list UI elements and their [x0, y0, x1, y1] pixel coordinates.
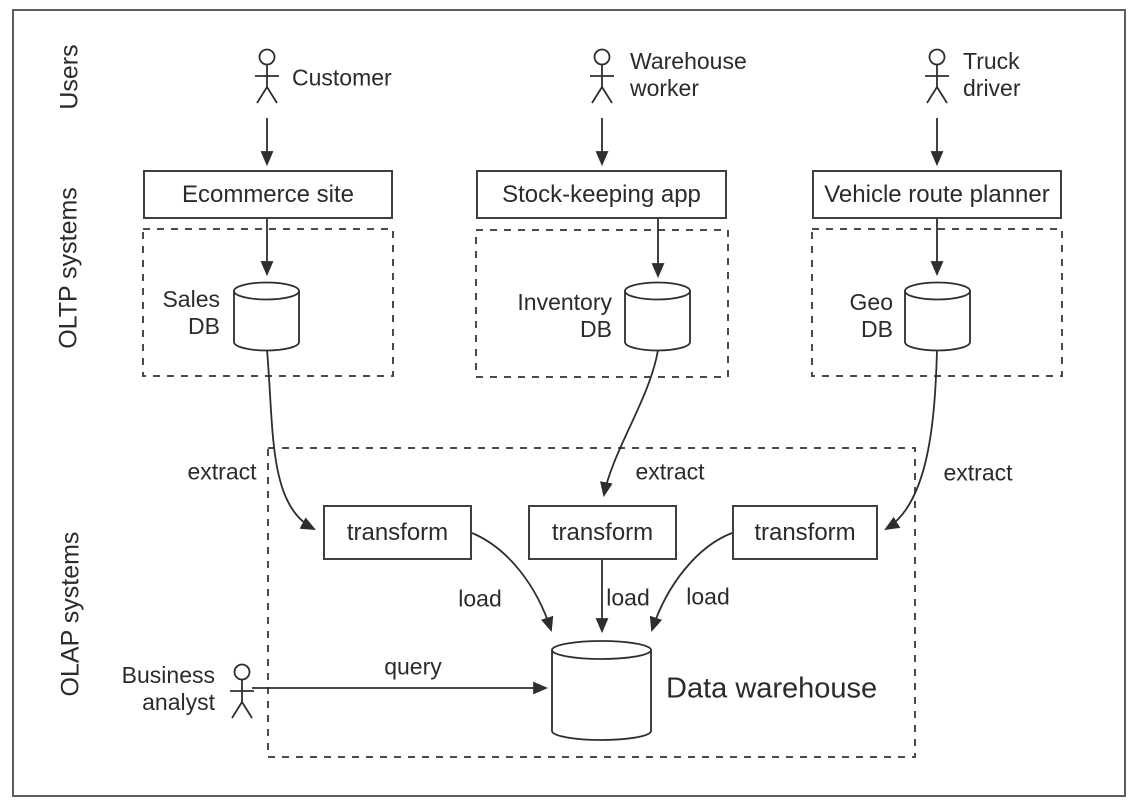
- transform-label-2: transform: [551, 518, 654, 546]
- truck-driver-label: Truck driver: [963, 48, 1021, 101]
- truck-driver-person-icon: [924, 48, 950, 104]
- extract-label-3: extract: [943, 459, 1013, 486]
- business-analyst-label: Business analyst: [121, 662, 215, 715]
- transform-label-3: transform: [754, 518, 856, 546]
- diagram-frame: [12, 9, 1126, 797]
- load-label-2: load: [606, 584, 650, 611]
- query-label: query: [384, 653, 442, 680]
- transform-box-2: transform: [528, 505, 677, 560]
- oltp-dashed-box-inventory: [475, 229, 729, 378]
- oltp-dashed-box-geo: [811, 228, 1063, 377]
- business-analyst-person-icon: [229, 663, 255, 719]
- extract-arrow-sales: [266, 349, 316, 530]
- row-label-oltp-systems: OLTP systems: [54, 187, 83, 349]
- load-label-3: load: [686, 583, 730, 610]
- load-label-1: load: [458, 585, 502, 612]
- load-arrow-3: [649, 532, 733, 633]
- geo-db-cylinder-icon: [904, 281, 971, 352]
- data-warehouse-label: Data warehouse: [666, 672, 878, 705]
- olap-dashed-box: [267, 447, 916, 758]
- ecommerce-site-label: Ecommerce site: [181, 180, 355, 208]
- extract-label-1: extract: [187, 458, 257, 485]
- extract-arrow-inventory: [600, 349, 659, 498]
- load-arrow-1: [471, 532, 554, 633]
- warehouse-worker-label: Warehouse worker: [630, 48, 747, 101]
- sales-db-label: Sales DB: [162, 286, 220, 339]
- row-label-olap-systems: OLAP systems: [56, 531, 85, 697]
- transform-label-1: transform: [346, 518, 449, 546]
- stock-keeping-app-label: Stock-keeping app: [502, 180, 701, 208]
- geo-db-label: Geo DB: [849, 289, 893, 342]
- vehicle-route-planner-label: Vehicle route planner: [824, 180, 1050, 208]
- inventory-db-label: Inventory DB: [517, 289, 612, 342]
- data-warehouse-cylinder-icon: [551, 640, 652, 741]
- transform-box-1: transform: [323, 505, 472, 560]
- vehicle-route-planner-box: Vehicle route planner: [812, 170, 1062, 219]
- warehouse-worker-person-icon: [589, 48, 615, 104]
- stock-keeping-app-box: Stock-keeping app: [476, 170, 727, 219]
- ecommerce-site-box: Ecommerce site: [143, 170, 393, 219]
- row-label-users: Users: [55, 44, 84, 110]
- sales-db-cylinder-icon: [233, 281, 300, 352]
- customer-label: Customer: [292, 64, 392, 91]
- inventory-db-cylinder-icon: [624, 281, 691, 352]
- transform-box-3: transform: [732, 505, 878, 560]
- extract-arrow-geo: [884, 349, 938, 531]
- extract-label-2: extract: [635, 458, 705, 485]
- customer-person-icon: [254, 48, 280, 104]
